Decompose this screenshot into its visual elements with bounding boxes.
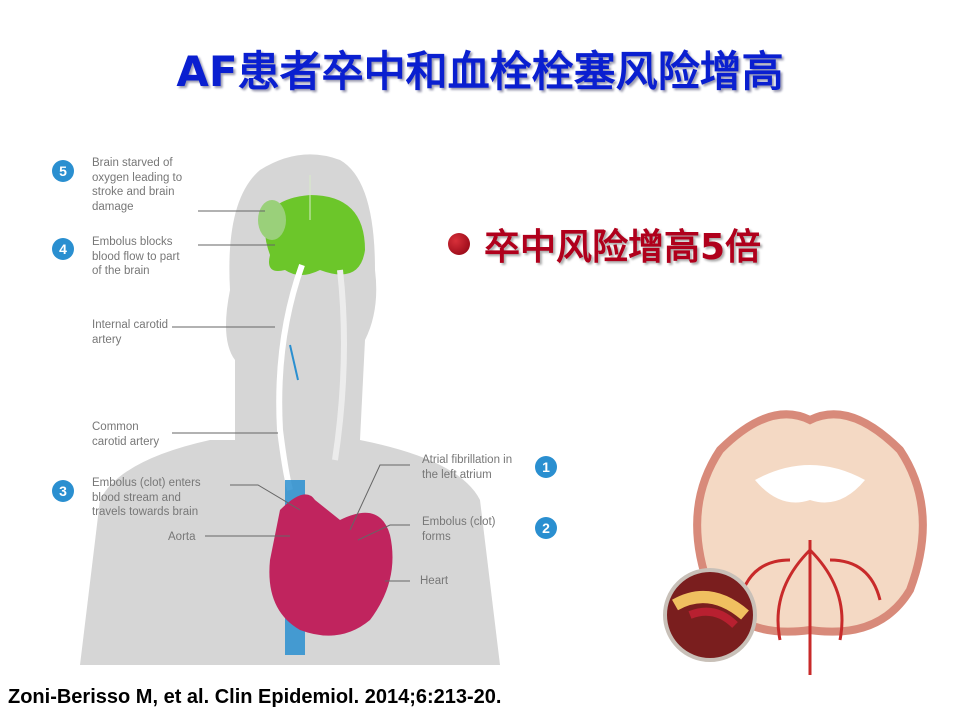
bullet-text: 卒中风险增高5倍 [484,227,762,268]
bullet-point: 卒中风险增高5倍 [448,218,761,270]
step-4-badge: 4 [52,238,74,260]
citation: Zoni-Berisso M, et al. Clin Epidemiol. 2… [8,686,502,708]
brain-artery-illustration [660,390,960,675]
step-5-label: Brain starved of oxygen leading to strok… [92,157,183,213]
step-3-badge: 3 [52,480,74,502]
step-2-badge: 2 [535,517,557,539]
aorta-label: Aorta [168,531,196,543]
slide-title: AF患者卒中和血栓栓塞风险增高 [176,47,784,96]
common-carotid-label: Common carotid artery [92,421,160,448]
step-2-label: Embolus (clot) forms [422,516,496,543]
step-1-label: Atrial fibrillation in the left atrium [422,454,513,481]
heart-label: Heart [420,575,449,587]
af-stroke-diagram: 5 Brain starved of oxygen leading to str… [40,140,570,670]
step-1-badge: 1 [535,456,557,478]
step-3-label: Embolus (clot) enters blood stream and t… [92,477,201,518]
body-silhouette-illustration [80,154,500,665]
internal-carotid-label: Internal carotid artery [92,319,169,346]
bullet-dot-icon [448,233,470,255]
step-4-label: Embolus blocks blood flow to part of the… [92,236,180,277]
step-5-badge: 5 [52,160,74,182]
